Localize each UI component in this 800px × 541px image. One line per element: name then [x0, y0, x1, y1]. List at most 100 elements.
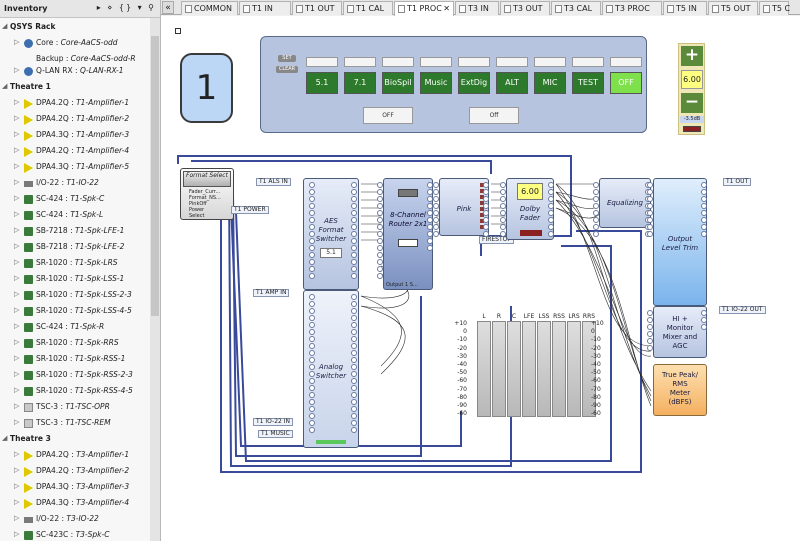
- connection-pin[interactable]: [377, 273, 383, 279]
- connection-pin[interactable]: [433, 224, 439, 230]
- connection-pin[interactable]: [427, 196, 433, 202]
- collapse-arrow-icon[interactable]: ◢: [2, 434, 8, 442]
- tab-t1-in[interactable]: T1 IN: [239, 1, 291, 15]
- connection-pin[interactable]: [309, 301, 315, 307]
- expand-arrow-icon[interactable]: ▷: [14, 130, 20, 138]
- connection-pin[interactable]: [548, 224, 554, 230]
- connection-pin[interactable]: [433, 231, 439, 237]
- connection-pin[interactable]: [701, 231, 707, 237]
- close-tab-icon[interactable]: ✕: [443, 4, 450, 13]
- connection-pin[interactable]: [427, 189, 433, 195]
- connection-pin[interactable]: [483, 196, 489, 202]
- connection-pin[interactable]: [483, 217, 489, 223]
- tag-t1-io22-in[interactable]: T1 IO-22 IN: [253, 418, 294, 426]
- connection-pin[interactable]: [309, 203, 315, 209]
- router-select[interactable]: [398, 239, 418, 247]
- connection-pin[interactable]: [647, 196, 653, 202]
- format-name-field[interactable]: [610, 57, 642, 67]
- connection-pin[interactable]: [351, 343, 357, 349]
- format-button-7-1[interactable]: 7.1: [344, 72, 376, 94]
- monitor-mixer-block[interactable]: HI + Monitor Mixer and AGC: [653, 306, 707, 358]
- connection-pin[interactable]: [309, 238, 315, 244]
- expand-arrow-icon[interactable]: ▷: [14, 194, 20, 202]
- inventory-item[interactable]: ▷SR-1020 : T1-Spk-LSS-2-3: [0, 288, 150, 302]
- connection-pin[interactable]: [647, 189, 653, 195]
- connection-pin[interactable]: [309, 378, 315, 384]
- connection-pin[interactable]: [351, 203, 357, 209]
- format-name-field[interactable]: [496, 57, 528, 67]
- expand-arrow-icon[interactable]: ▷: [14, 274, 20, 282]
- expand-arrow-icon[interactable]: ▷: [14, 306, 20, 314]
- expand-arrow-icon[interactable]: ▷: [14, 530, 20, 538]
- connection-pin[interactable]: [483, 189, 489, 195]
- connection-pin[interactable]: [351, 350, 357, 356]
- inventory-group[interactable]: ◢QSYS Rack: [0, 20, 150, 34]
- connection-pin[interactable]: [309, 252, 315, 258]
- expand-arrow-icon[interactable]: ▷: [14, 162, 20, 170]
- connection-pin[interactable]: [351, 252, 357, 258]
- connection-pin[interactable]: [548, 210, 554, 216]
- connection-pin[interactable]: [351, 273, 357, 279]
- inventory-item[interactable]: ▷DPA4.3Q : T1-Amplifier-5: [0, 160, 150, 174]
- connection-pin[interactable]: [593, 210, 599, 216]
- connection-pin[interactable]: [351, 420, 357, 426]
- expand-arrow-icon[interactable]: ▷: [14, 98, 20, 106]
- connection-pin[interactable]: [548, 182, 554, 188]
- volume-minus-button[interactable]: −: [681, 93, 703, 113]
- dolby-fader-value[interactable]: 6.00: [517, 183, 543, 200]
- connection-pin[interactable]: [483, 182, 489, 188]
- expand-arrow-icon[interactable]: ▷: [14, 38, 20, 46]
- connection-pin[interactable]: [309, 259, 315, 265]
- connection-pin[interactable]: [351, 308, 357, 314]
- connection-pin[interactable]: [351, 182, 357, 188]
- connection-pin[interactable]: [427, 224, 433, 230]
- inventory-item[interactable]: ▷DPA4.3Q : T3-Amplifier-3: [0, 480, 150, 494]
- connection-pin[interactable]: [309, 210, 315, 216]
- expand-arrow-icon[interactable]: ▷: [14, 450, 20, 458]
- inventory-item[interactable]: ▷TSC-3 : T1-TSC-REM: [0, 416, 150, 430]
- tag-t1-io22-out[interactable]: T1 IO-22 OUT: [719, 306, 766, 314]
- expand-arrow-icon[interactable]: ▷: [14, 210, 20, 218]
- connection-pin[interactable]: [647, 217, 653, 223]
- expand-arrow-icon[interactable]: ▷: [14, 226, 20, 234]
- format-button-music[interactable]: Music: [420, 72, 452, 94]
- tab-t1-proc[interactable]: T1 PROC✕: [394, 1, 454, 16]
- inventory-item[interactable]: ▷SR-1020 : T1-Spk-LSS-1: [0, 272, 150, 286]
- connection-pin[interactable]: [701, 182, 707, 188]
- inventory-item[interactable]: ▷SB-7218 : T1-Spk-LFE-1: [0, 224, 150, 238]
- connection-pin[interactable]: [351, 259, 357, 265]
- router-block[interactable]: 8-Channel Router 2x1 Output 1 S...: [383, 178, 433, 290]
- inventory-item[interactable]: ▷SR-1020 : T1-Spk-RSS-1: [0, 352, 150, 366]
- connection-pin[interactable]: [351, 301, 357, 307]
- connection-pin[interactable]: [500, 224, 506, 230]
- connection-pin[interactable]: [701, 203, 707, 209]
- inventory-item[interactable]: ▷SC-424 : T1-Spk-C: [0, 192, 150, 206]
- connection-pin[interactable]: [500, 182, 506, 188]
- connection-pin[interactable]: [309, 406, 315, 412]
- format-name-field[interactable]: [382, 57, 414, 67]
- connection-pin[interactable]: [647, 231, 653, 237]
- connection-pin[interactable]: [309, 399, 315, 405]
- connection-pin[interactable]: [701, 196, 707, 202]
- connection-pin[interactable]: [351, 238, 357, 244]
- format-button-5-1[interactable]: 5.1: [306, 72, 338, 94]
- inventory-item[interactable]: ▷TSC-3 : T1-TSC-OPR: [0, 400, 150, 414]
- connection-pin[interactable]: [483, 224, 489, 230]
- connection-pin[interactable]: [309, 189, 315, 195]
- connection-pin[interactable]: [647, 203, 653, 209]
- connection-pin[interactable]: [593, 189, 599, 195]
- inventory-item[interactable]: ▷I/O-22 : T1-IO-22: [0, 176, 150, 190]
- inventory-item[interactable]: ▷DPA4.3Q : T1-Amplifier-3: [0, 128, 150, 142]
- connection-pin[interactable]: [309, 308, 315, 314]
- connection-pin[interactable]: [647, 310, 653, 316]
- connection-pin[interactable]: [309, 392, 315, 398]
- inventory-item[interactable]: ▷Q-LAN RX : Q-LAN-RX-1: [0, 64, 150, 78]
- connection-pin[interactable]: [377, 231, 383, 237]
- inventory-item[interactable]: ▷DPA4.2Q : T3-Amplifier-2: [0, 464, 150, 478]
- connection-pin[interactable]: [351, 266, 357, 272]
- connection-pin[interactable]: [433, 189, 439, 195]
- connection-pin[interactable]: [309, 420, 315, 426]
- inventory-scrollbar[interactable]: [150, 18, 160, 541]
- connection-pin[interactable]: [548, 217, 554, 223]
